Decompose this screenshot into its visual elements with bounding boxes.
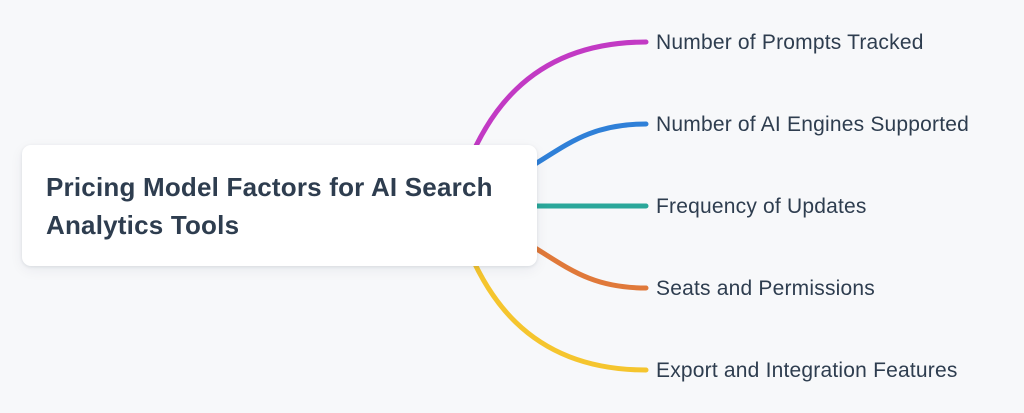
root-node: Pricing Model Factors for AI Search Anal… (22, 145, 537, 266)
branch-curve-seats-permissions (515, 235, 649, 291)
branch-label-export-integration: Export and Integration Features (656, 359, 958, 382)
branch-label-prompts-tracked: Number of Prompts Tracked (656, 31, 924, 54)
root-node-label: Pricing Model Factors for AI Search Anal… (46, 171, 493, 240)
branch-label-frequency-updates: Frequency of Updates (656, 195, 867, 218)
branch-label-ai-engines: Number of AI Engines Supported (656, 113, 970, 136)
branch-label-seats-permissions: Seats and Permissions (656, 277, 875, 300)
branch-curve-ai-engines (515, 121, 649, 177)
